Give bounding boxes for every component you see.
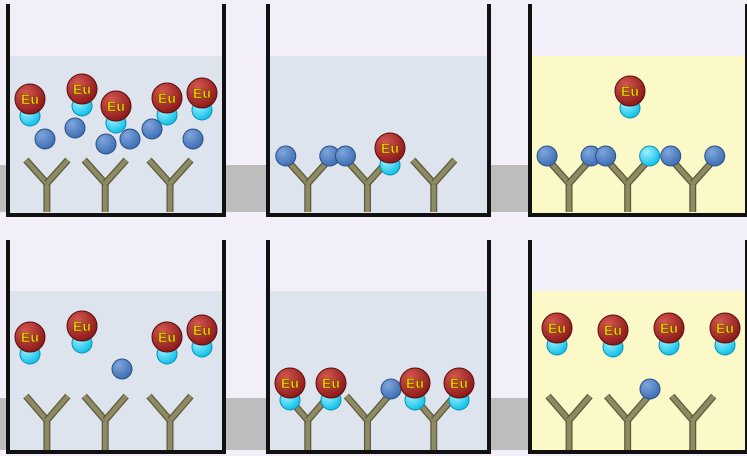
analyte-dark-sphere	[661, 146, 681, 166]
ledge	[226, 398, 268, 450]
analyte-dark-sphere	[276, 146, 296, 166]
ledge	[491, 165, 530, 212]
europium-label: Eu	[158, 329, 176, 345]
analyte-dark-sphere	[335, 146, 355, 166]
ledge	[226, 165, 268, 212]
europium-label: Eu	[660, 320, 678, 336]
europium-label: Eu	[381, 140, 399, 156]
europium-label: Eu	[21, 329, 39, 345]
well-top-2: Eu	[268, 4, 489, 215]
europium-label: Eu	[73, 81, 91, 97]
europium-label: Eu	[322, 375, 340, 391]
well-bottom-2: Eu Eu Eu Eu	[268, 240, 489, 452]
analyte-dark-sphere	[183, 129, 203, 149]
analyte-dark-sphere	[381, 379, 401, 399]
analyte-dark-sphere	[537, 146, 557, 166]
europium-label: Eu	[716, 320, 734, 336]
europium-label: Eu	[73, 318, 91, 334]
ledge	[491, 398, 530, 450]
europium-label: Eu	[621, 83, 639, 99]
analyte-dark-sphere	[65, 118, 85, 138]
europium-label: Eu	[548, 320, 566, 336]
well-bottom-3: Eu Eu Eu Eu	[530, 240, 747, 452]
europium-label: Eu	[193, 85, 211, 101]
europium-label: Eu	[107, 98, 125, 114]
europium-label: Eu	[406, 375, 424, 391]
analyte-dark-sphere	[640, 379, 660, 399]
analyte-dark-sphere	[35, 129, 55, 149]
well-top-3: Eu	[530, 4, 747, 215]
analyte-light-sphere	[640, 146, 660, 166]
analyte-dark-sphere	[142, 119, 162, 139]
analyte-dark-sphere	[120, 129, 140, 149]
europium-label: Eu	[450, 375, 468, 391]
europium-label: Eu	[604, 322, 622, 338]
well-liquid	[268, 56, 489, 215]
europium-label: Eu	[281, 375, 299, 391]
analyte-dark-sphere	[112, 359, 132, 379]
analyte-dark-sphere	[705, 146, 725, 166]
analyte-dark-sphere	[96, 134, 116, 154]
europium-label: Eu	[21, 91, 39, 107]
europium-label: Eu	[158, 90, 176, 106]
europium-label: Eu	[193, 322, 211, 338]
analyte-dark-sphere	[596, 146, 616, 166]
